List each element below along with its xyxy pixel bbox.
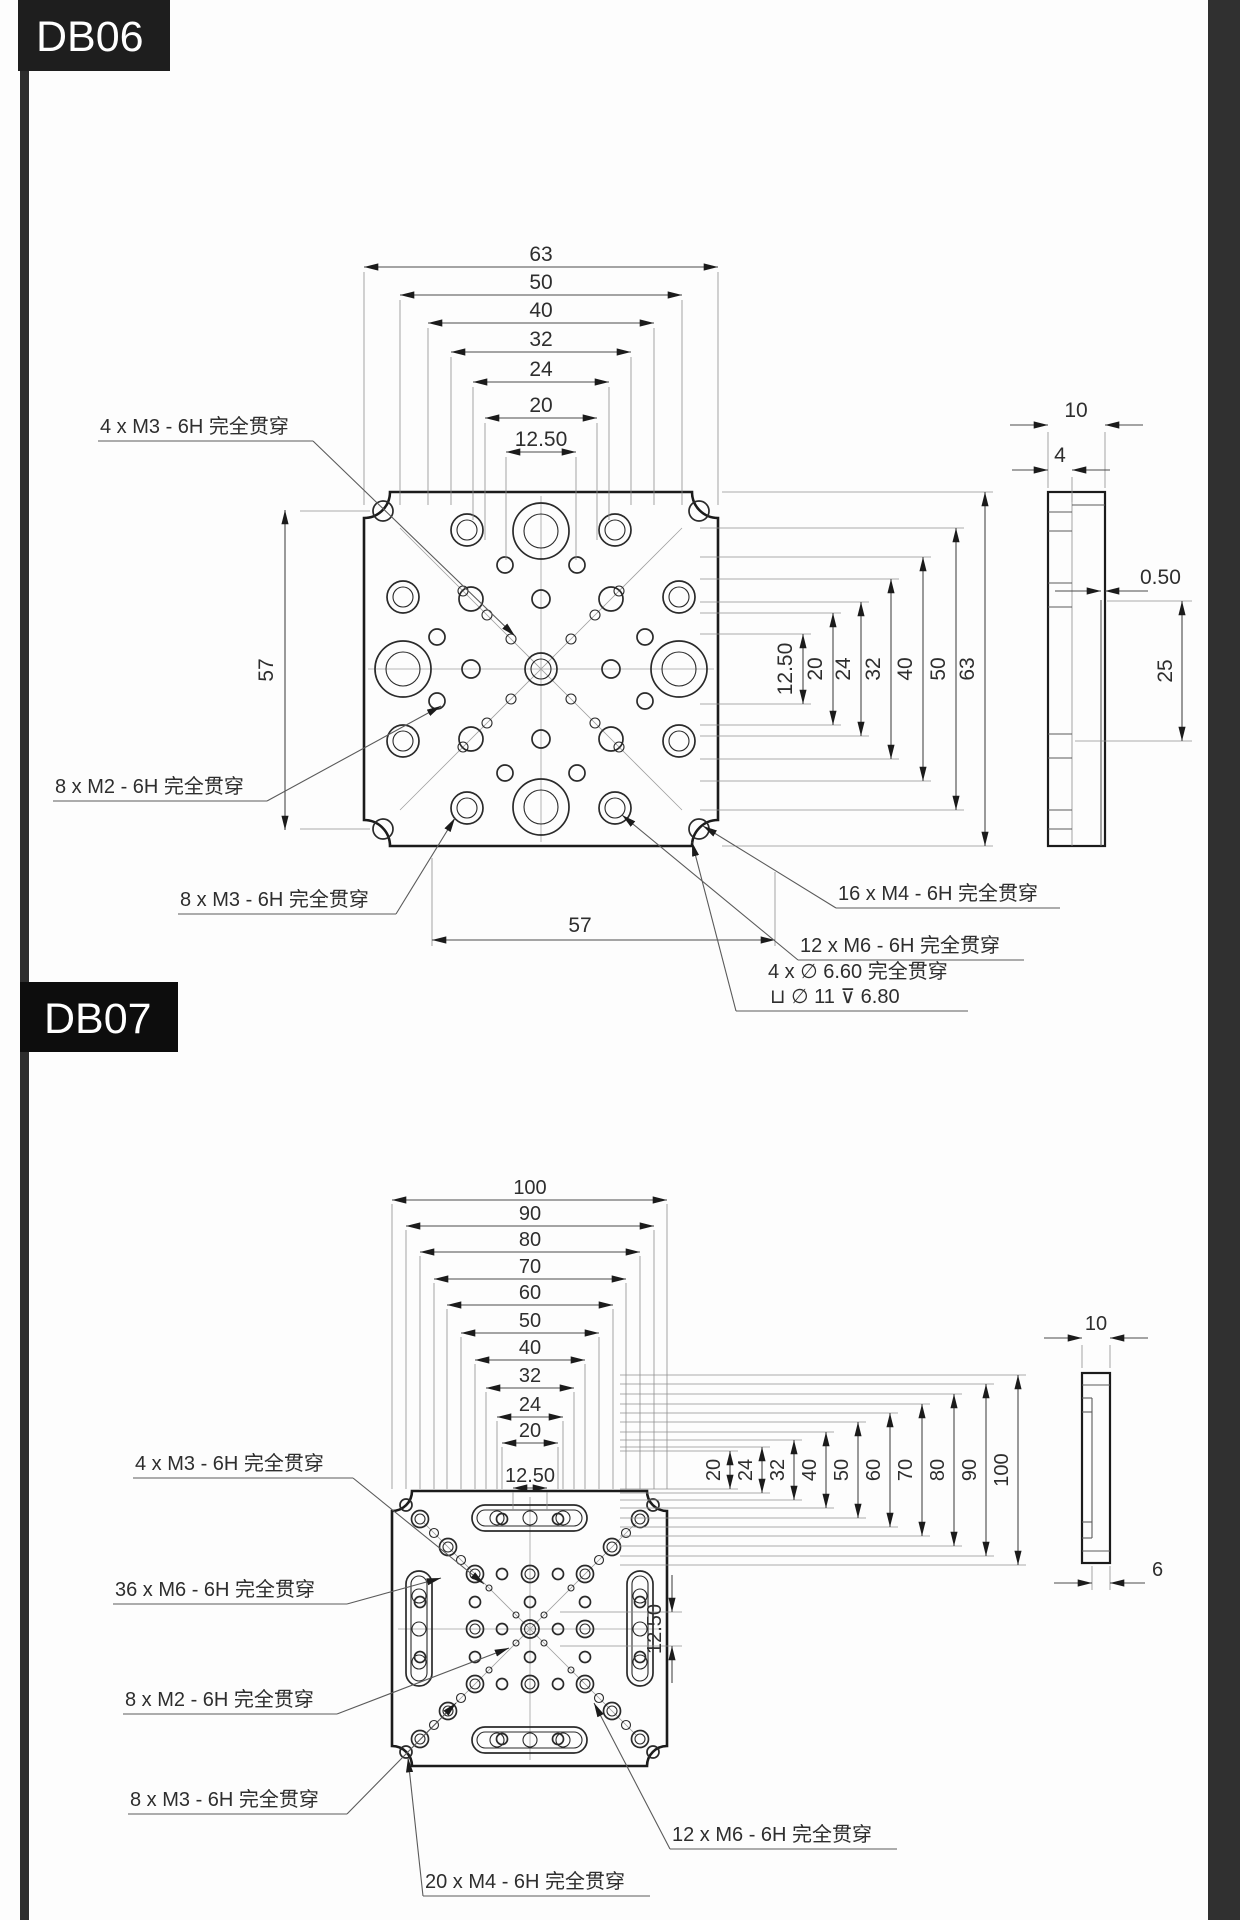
dim-label: 60: [519, 1282, 541, 1304]
db06-centerlines: [368, 496, 714, 842]
dim-label: 32: [529, 328, 552, 351]
db07-section-label: DB07: [44, 995, 152, 1043]
db07-side-view: 10 6: [1044, 1313, 1163, 1590]
dim-label: 57: [568, 914, 591, 937]
left-frame-strip: [20, 0, 29, 1920]
callout-text: 12 x M6 - 6H 完全贯穿: [800, 934, 1000, 957]
db06-section-label-box: [18, 0, 170, 71]
dim-label: 6: [1152, 1559, 1163, 1581]
dim-label: 32: [862, 657, 885, 680]
dim-label: 90: [959, 1459, 981, 1481]
dim-label: 0.50: [1140, 566, 1181, 589]
db07-slots: [405, 1504, 654, 1754]
dim-label: 100: [991, 1453, 1013, 1486]
db06-section-label: DB06: [36, 13, 144, 61]
dim-label: 63: [529, 243, 552, 266]
dim-label: 20: [804, 657, 827, 680]
callout-text: 4 x M3 - 6H 完全贯穿: [100, 415, 289, 438]
dim-label: 80: [927, 1459, 949, 1481]
db06-section: DB06: [18, 0, 1192, 1012]
dim-label: 12.50: [505, 1465, 555, 1487]
db07-top-dim-chain: 100 90 80 70 60 50 40 32 24 20 12.50: [391, 1177, 668, 1510]
db06-left-dim: 57: [255, 509, 370, 830]
db06-bottom-dim: 57: [431, 858, 776, 946]
dim-label: 32: [767, 1459, 789, 1481]
dim-label: 20: [703, 1459, 725, 1481]
dim-label: 60: [863, 1459, 885, 1481]
dim-label: 24: [832, 657, 855, 681]
db06-hole-pattern: [372, 500, 710, 840]
callout-text: 12 x M6 - 6H 完全贯穿: [672, 1823, 872, 1846]
dim-label: 80: [519, 1229, 541, 1251]
dim-label: 70: [895, 1459, 917, 1481]
dim-label: 32: [519, 1365, 541, 1387]
right-frame-strip: [1208, 0, 1240, 1920]
dim-label: 40: [519, 1337, 541, 1359]
dim-label: 24: [529, 358, 553, 381]
callout-text: 4 x M3 - 6H 完全贯穿: [135, 1452, 324, 1475]
callout-text: 4 x ∅ 6.60 完全贯穿: [768, 960, 948, 983]
dim-label: 24: [519, 1394, 541, 1416]
dim-label: 4: [1054, 444, 1066, 467]
dim-label: 63: [956, 657, 979, 680]
dim-label: 12.50: [515, 428, 568, 451]
callout-text: 8 x M2 - 6H 完全贯穿: [55, 775, 244, 798]
dim-label: 10: [1085, 1313, 1107, 1335]
dim-label: 70: [519, 1256, 541, 1278]
callout-text: 8 x M3 - 6H 完全贯穿: [180, 888, 369, 911]
callout-text: ⊔ ∅ 11 ⊽ 6.80: [770, 986, 900, 1008]
db07-hole-pattern: [399, 1498, 660, 1759]
db07-right-dim-chain: 20 24 32 40 50 60 70 80 90 100: [620, 1374, 1026, 1566]
db07-right-dim-small: 12.50: [560, 1575, 682, 1683]
db07-section-label-box: [20, 982, 178, 1052]
dim-label: 50: [831, 1459, 853, 1481]
dim-label: 40: [529, 299, 552, 322]
dim-label: 40: [799, 1459, 821, 1481]
db06-side-view: 10 4 0.50 25: [1010, 399, 1192, 848]
db06-right-dim-chain: 12.50 20 24 32 40 50 63: [700, 491, 993, 847]
callout-text: 16 x M4 - 6H 完全贯穿: [838, 882, 1038, 905]
dim-label: 20: [529, 394, 552, 417]
db07-front-view: [390, 1489, 669, 1768]
dim-label: 50: [927, 657, 950, 680]
db07-callouts: 4 x M3 - 6H 完全贯穿 36 x M6 - 6H 完全贯穿 8 x M…: [113, 1452, 897, 1897]
db07-centerlines: [398, 1497, 662, 1760]
dim-label: 20: [519, 1420, 541, 1442]
dim-label: 100: [513, 1177, 546, 1199]
callout-text: 8 x M2 - 6H 完全贯穿: [125, 1688, 314, 1711]
callout-text: 36 x M6 - 6H 完全贯穿: [115, 1578, 315, 1601]
callout-text: 8 x M3 - 6H 完全贯穿: [130, 1788, 319, 1811]
callout-text: 20 x M4 - 6H 完全贯穿: [425, 1870, 625, 1893]
db06-top-dim-chain: 63 50 40 32 24 20 12.50: [363, 243, 719, 560]
db06-side-outline: [1046, 490, 1107, 848]
dim-label: 57: [255, 658, 278, 681]
dim-label: 12.50: [774, 643, 797, 696]
db06-front-view: [362, 490, 720, 848]
dim-label: 40: [894, 657, 917, 680]
dim-label: 10: [1064, 399, 1087, 422]
dim-label: 25: [1154, 659, 1177, 682]
dim-label: 24: [735, 1459, 757, 1481]
dim-label: 90: [519, 1203, 541, 1225]
dim-label: 50: [519, 1310, 541, 1332]
db07-section: DB07: [20, 982, 1163, 1897]
db06-callouts: 4 x M3 - 6H 完全贯穿 8 x M2 - 6H 完全贯穿 8 x M3…: [53, 415, 1060, 1012]
dim-label: 12.50: [644, 1604, 666, 1654]
dim-label: 50: [529, 271, 552, 294]
db07-side-outline: [1080, 1371, 1112, 1565]
